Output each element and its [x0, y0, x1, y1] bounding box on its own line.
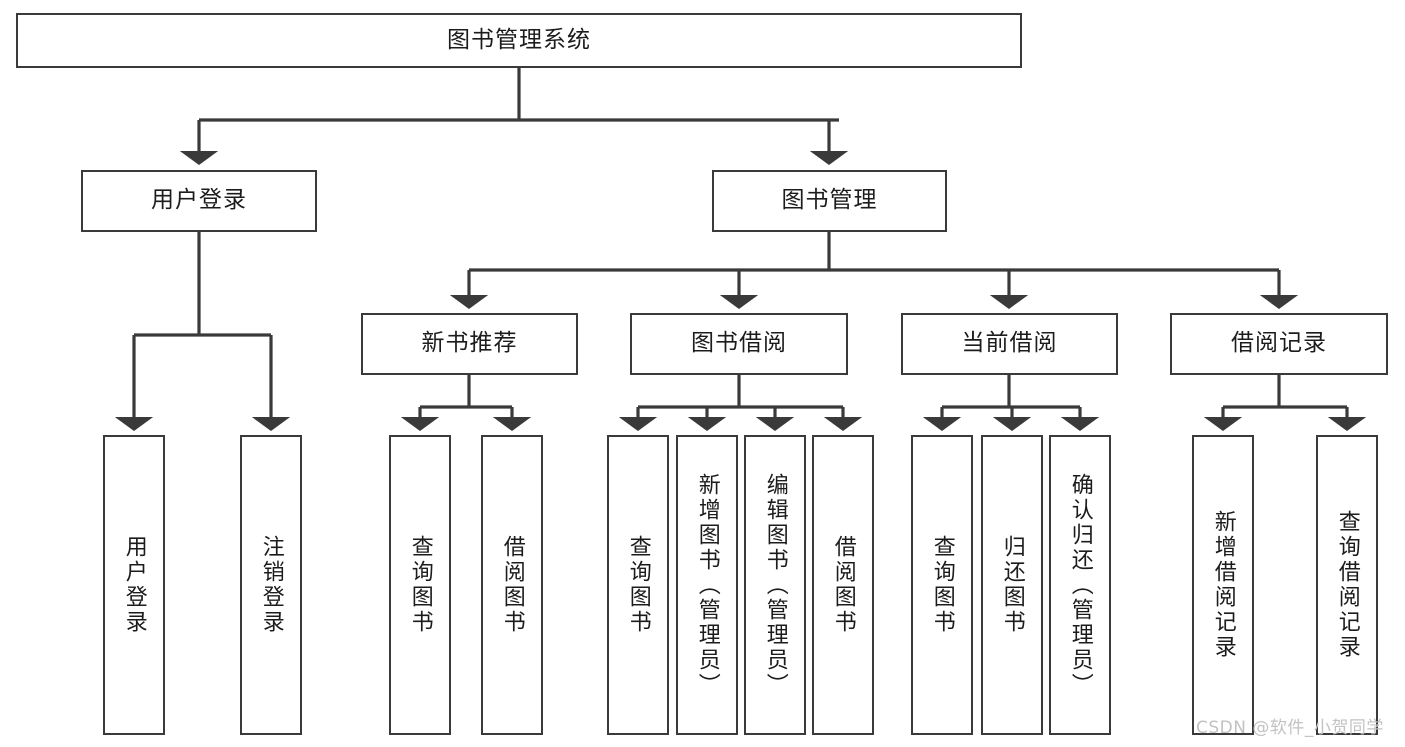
- node-leaf-edit-book[interactable]: 编辑图书（管理员）: [744, 435, 806, 735]
- node-root-label: 图书管理系统: [447, 26, 591, 53]
- csdn-watermark: CSDN @软件_小贺同学: [1196, 718, 1384, 738]
- node-leaf-borrow-book-rec-label: 借阅图书: [499, 535, 525, 635]
- node-leaf-return-book-label: 归还图书: [999, 535, 1025, 635]
- node-leaf-add-record[interactable]: 新增借阅记录: [1192, 435, 1254, 735]
- node-leaf-user-login-label: 用户登录: [121, 535, 147, 635]
- node-current-borrow-label: 当前借阅: [961, 330, 1058, 357]
- node-new-book-rec[interactable]: 新书推荐: [361, 313, 578, 375]
- node-user-login-label: 用户登录: [151, 187, 247, 214]
- node-book-borrow[interactable]: 图书借阅: [630, 313, 848, 375]
- node-leaf-borrow-book-rec[interactable]: 借阅图书: [481, 435, 543, 735]
- node-leaf-confirm-return[interactable]: 确认归还（管理员）: [1049, 435, 1111, 735]
- node-leaf-query-book-rec[interactable]: 查询图书: [389, 435, 451, 735]
- node-leaf-query-book-borrow[interactable]: 查询图书: [607, 435, 669, 735]
- node-new-book-rec-label: 新书推荐: [421, 330, 518, 357]
- node-current-borrow[interactable]: 当前借阅: [901, 313, 1118, 375]
- node-user-login[interactable]: 用户登录: [81, 170, 317, 232]
- node-leaf-query-record-label: 查询借阅记录: [1334, 510, 1360, 660]
- node-leaf-query-book-rec-label: 查询图书: [407, 535, 433, 635]
- node-leaf-query-book-cur[interactable]: 查询图书: [911, 435, 973, 735]
- node-leaf-confirm-return-label: 确认归还（管理员）: [1067, 472, 1093, 698]
- node-leaf-query-book-cur-label: 查询图书: [929, 535, 955, 635]
- node-book-borrow-label: 图书借阅: [691, 330, 787, 357]
- node-borrow-record[interactable]: 借阅记录: [1170, 313, 1388, 375]
- node-leaf-borrow-book-label: 借阅图书: [830, 535, 856, 635]
- node-leaf-query-record[interactable]: 查询借阅记录: [1316, 435, 1378, 735]
- node-leaf-add-book-label: 新增图书（管理员）: [694, 472, 720, 698]
- node-leaf-user-logout[interactable]: 注销登录: [240, 435, 302, 735]
- node-book-manage[interactable]: 图书管理: [712, 170, 947, 232]
- node-leaf-borrow-book[interactable]: 借阅图书: [812, 435, 874, 735]
- node-borrow-record-label: 借阅记录: [1231, 330, 1327, 357]
- node-leaf-add-book[interactable]: 新增图书（管理员）: [676, 435, 738, 735]
- node-leaf-user-logout-label: 注销登录: [258, 535, 284, 635]
- node-root[interactable]: 图书管理系统: [16, 13, 1022, 68]
- node-leaf-user-login[interactable]: 用户登录: [103, 435, 165, 735]
- node-leaf-add-record-label: 新增借阅记录: [1210, 510, 1236, 660]
- node-leaf-query-book-borrow-label: 查询图书: [625, 535, 651, 635]
- node-book-manage-label: 图书管理: [781, 187, 878, 214]
- node-leaf-edit-book-label: 编辑图书（管理员）: [762, 472, 788, 698]
- node-leaf-return-book[interactable]: 归还图书: [981, 435, 1043, 735]
